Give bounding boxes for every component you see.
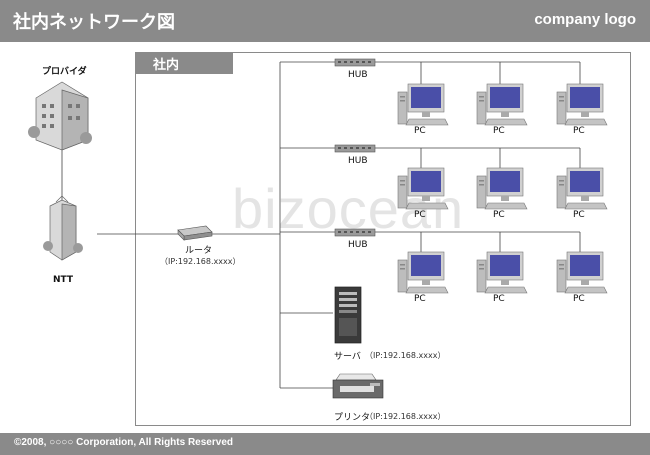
router-icon bbox=[177, 225, 213, 241]
hub-3-label: HUB bbox=[348, 240, 368, 250]
pc-label: PC bbox=[573, 294, 585, 304]
hub-1-icon bbox=[334, 58, 376, 67]
pc-label: PC bbox=[414, 126, 426, 136]
pc-label: PC bbox=[414, 210, 426, 220]
pc-icon bbox=[476, 251, 528, 294]
printer-ip: （IP:192.168.xxxx） bbox=[365, 412, 446, 421]
lan-tab: 社内 bbox=[135, 52, 233, 74]
connection-lines bbox=[61, 61, 581, 389]
copyright-text: ©2008, ○○○○ Corporation, All Rights Rese… bbox=[14, 437, 233, 448]
router-ip: （IP:192.168.xxxx） bbox=[160, 257, 241, 266]
ntt-label: NTT bbox=[53, 275, 74, 285]
hub-2-icon bbox=[334, 144, 376, 153]
footer-bar: ©2008, ○○○○ Corporation, All Rights Rese… bbox=[0, 433, 650, 455]
provider-building-icon bbox=[28, 81, 92, 151]
pc-icon bbox=[397, 251, 449, 294]
pc-icon bbox=[556, 167, 608, 210]
pc-icon bbox=[556, 83, 608, 126]
hub-3-icon bbox=[334, 228, 376, 237]
company-logo: company logo bbox=[534, 11, 636, 28]
printer-label: プリンタ bbox=[334, 413, 371, 423]
router-label: ルータ bbox=[185, 246, 213, 256]
server-icon bbox=[334, 286, 362, 344]
pc-label: PC bbox=[493, 210, 505, 220]
pc-icon bbox=[397, 167, 449, 210]
pc-label: PC bbox=[414, 294, 426, 304]
pc-icon bbox=[476, 167, 528, 210]
ntt-building-icon bbox=[43, 195, 83, 261]
pc-label: PC bbox=[573, 126, 585, 136]
server-ip: （IP:192.168.xxxx） bbox=[365, 351, 446, 360]
provider-label: プロバイダ bbox=[42, 67, 87, 77]
page-title: 社内ネットワーク図 bbox=[13, 12, 175, 33]
pc-label: PC bbox=[493, 294, 505, 304]
pc-label: PC bbox=[493, 126, 505, 136]
printer-icon bbox=[332, 373, 384, 399]
hub-1-label: HUB bbox=[348, 70, 368, 80]
pc-label: PC bbox=[573, 210, 585, 220]
pc-icon bbox=[476, 83, 528, 126]
lan-boundary bbox=[135, 52, 631, 426]
hub-2-label: HUB bbox=[348, 156, 368, 166]
pc-icon bbox=[556, 251, 608, 294]
pc-icon bbox=[397, 83, 449, 126]
server-label: サーバ bbox=[334, 352, 361, 362]
header-bar: 社内ネットワーク図 company logo bbox=[0, 0, 650, 42]
lan-label: 社内 bbox=[153, 58, 180, 73]
